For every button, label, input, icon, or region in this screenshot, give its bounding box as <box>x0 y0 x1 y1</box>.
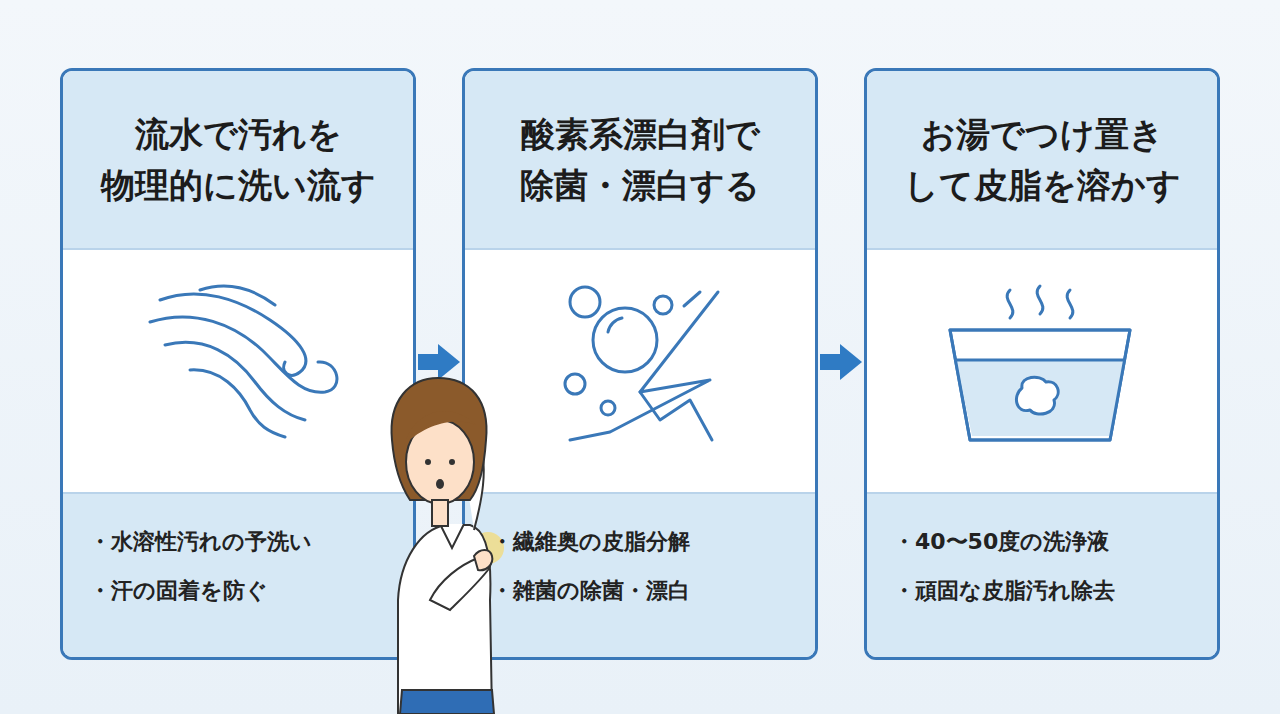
flow-arrow <box>820 344 862 380</box>
bullet-point: ・雑菌の除菌・漂白 <box>491 577 815 606</box>
bullet-point: ・水溶性汚れの予洗い <box>89 528 413 557</box>
step-heading: お湯でつけ置き して皮脂を溶かす <box>882 109 1202 211</box>
woman-illustration <box>392 378 504 714</box>
water-flow-icon <box>150 286 337 437</box>
bullet-point: ・繊維奥の皮脂分解 <box>491 528 815 557</box>
bleach-icon <box>565 287 718 440</box>
step-heading: 酸素系漂白剤で 除菌・漂白する <box>480 109 800 211</box>
bullet-point: ・頑固な皮脂汚れ除去 <box>893 577 1217 606</box>
heading-band: 酸素系漂白剤で 除菌・漂白する <box>465 71 815 250</box>
step-panel: お湯でつけ置き して皮脂を溶かす・40〜50度の洗浄液・頑固な皮脂汚れ除去 <box>864 68 1220 660</box>
bullet-band: ・40〜50度の洗浄液・頑固な皮脂汚れ除去 <box>867 492 1217 657</box>
bullet-point: ・40〜50度の洗浄液 <box>893 528 1217 557</box>
heading-band: 流水で汚れを 物理的に洗い流す <box>63 71 413 250</box>
bullet-band: ・繊維奥の皮脂分解・雑菌の除菌・漂白 <box>465 492 815 657</box>
flow-arrow <box>418 344 460 380</box>
step-panel: 酸素系漂白剤で 除菌・漂白する・繊維奥の皮脂分解・雑菌の除菌・漂白 <box>462 68 818 660</box>
step-panel: 流水で汚れを 物理的に洗い流す・水溶性汚れの予洗い・汗の固着を防ぐ <box>60 68 416 660</box>
soak-icon <box>950 286 1130 440</box>
bullet-band: ・水溶性汚れの予洗い・汗の固着を防ぐ <box>63 492 413 657</box>
step-heading: 流水で汚れを 物理的に洗い流す <box>78 109 398 211</box>
heading-band: お湯でつけ置き して皮脂を溶かす <box>867 71 1217 250</box>
bullet-point: ・汗の固着を防ぐ <box>89 577 413 606</box>
